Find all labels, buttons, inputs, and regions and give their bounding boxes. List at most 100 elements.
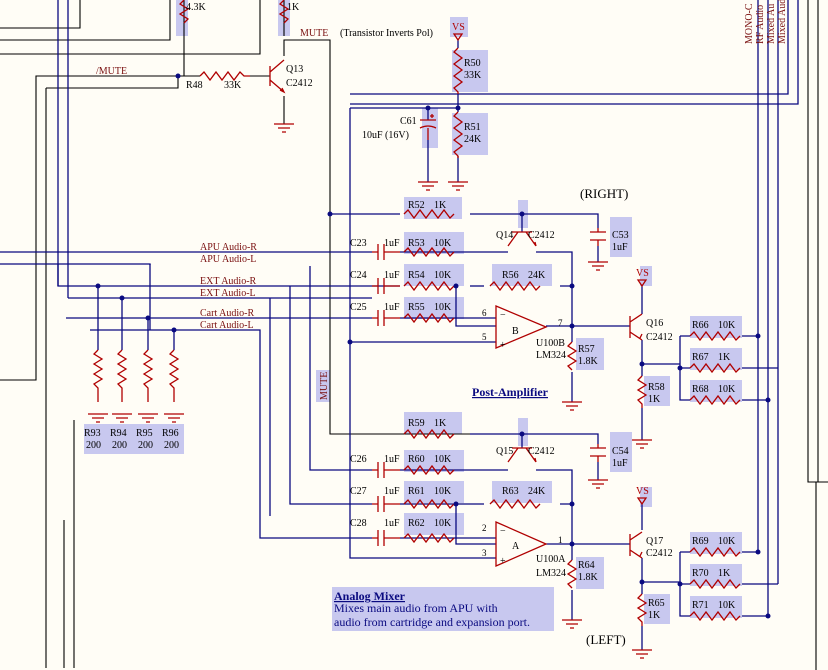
- capacitors: [372, 114, 606, 546]
- r67-ref: R67: [692, 352, 709, 363]
- c26-value: 1uF: [384, 454, 400, 465]
- right-edge-net-labels: MONO-C RF Audio Mixed Au Mixed Aud: [744, 0, 788, 44]
- c28-value: 1uF: [384, 518, 400, 529]
- r57-value: 1.8K: [578, 356, 599, 367]
- vs-label-right: VS: [636, 268, 649, 279]
- r62-ref: R62: [408, 518, 425, 529]
- r54-ref: R54: [408, 270, 425, 281]
- component-labels: 4.3K 1K MUTE (Transistor Inverts Pol) /M…: [84, 2, 736, 647]
- r64-ref: R64: [578, 560, 595, 571]
- r70-value: 1K: [718, 568, 731, 579]
- net-rf-audio: RF Audio: [755, 5, 766, 44]
- r58-ref: R58: [648, 382, 665, 393]
- net-slash-mute: /MUTE: [96, 66, 127, 77]
- net-ext-audio-l: EXT Audio-L: [200, 288, 256, 299]
- svg-text:−: −: [500, 310, 506, 321]
- op-amps: − + − + B A 6 5 7 2 3 1: [482, 305, 563, 567]
- r62-value: 10K: [434, 518, 452, 529]
- r53-ref: R53: [408, 238, 425, 249]
- r66-ref: R66: [692, 320, 709, 331]
- c27-value: 1uF: [384, 486, 400, 497]
- svg-text:6: 6: [482, 308, 487, 318]
- post-amplifier-title: Post-Amplifier: [472, 385, 549, 399]
- r51-ref: R51: [464, 122, 481, 133]
- analog-mixer-desc-2: audio from cartridge and expansion port.: [334, 615, 530, 629]
- analog-mixer-title: Analog Mixer: [334, 589, 406, 603]
- r93-ref: R93: [84, 428, 101, 439]
- u100b-ref: U100B: [536, 338, 565, 349]
- c24-value: 1uF: [384, 270, 400, 281]
- r54-value: 10K: [434, 270, 452, 281]
- r52-value: 1K: [434, 200, 447, 211]
- r65-ref: R65: [648, 598, 665, 609]
- q17-ref: Q17: [646, 536, 663, 547]
- analog-mixer-desc-1: Mixes main audio from APU with: [334, 601, 498, 615]
- q17-part: C2412: [646, 548, 673, 559]
- r66-value: 10K: [718, 320, 736, 331]
- net-mixed-audio-2: Mixed Aud: [777, 0, 788, 44]
- svg-text:3: 3: [482, 548, 487, 558]
- r53-value: 10K: [434, 238, 452, 249]
- r64-value: 1.8K: [578, 572, 599, 583]
- net-mixed-audio-1: Mixed Au: [766, 4, 777, 44]
- r69-value: 10K: [718, 536, 736, 547]
- junctions: [95, 73, 771, 619]
- r65-value: 1K: [648, 610, 661, 621]
- r67-value: 1K: [718, 352, 731, 363]
- channel-right-label: (RIGHT): [580, 186, 628, 201]
- u100a-ref: U100A: [536, 554, 566, 565]
- q13-ref: Q13: [286, 64, 303, 75]
- c53-ref: C53: [612, 230, 629, 241]
- c27-ref: C27: [350, 486, 367, 497]
- r95-value: 200: [138, 440, 153, 451]
- c54-ref: C54: [612, 446, 629, 457]
- c26-ref: C26: [350, 454, 367, 465]
- u100b-part: LM324: [536, 350, 566, 361]
- net-apu-audio-l: APU Audio-L: [200, 254, 256, 265]
- r93-value: 200: [86, 440, 101, 451]
- r95-ref: R95: [136, 428, 153, 439]
- r55-ref: R55: [408, 302, 425, 313]
- designator-highlights: [84, 0, 742, 631]
- r51-value: 24K: [464, 134, 482, 145]
- c54-value: 1uF: [612, 458, 628, 469]
- r58-value: 1K: [648, 394, 661, 405]
- c25-ref: C25: [350, 302, 367, 313]
- svg-text:B: B: [512, 326, 519, 337]
- r60-ref: R60: [408, 454, 425, 465]
- r50-ref: R50: [464, 58, 481, 69]
- svg-text:1: 1: [558, 535, 563, 545]
- c23-value: 1uF: [384, 238, 400, 249]
- q13-part: C2412: [286, 78, 313, 89]
- svg-text:A: A: [512, 541, 520, 552]
- net-apu-audio-r: APU Audio-R: [200, 242, 257, 253]
- svg-text:7: 7: [558, 318, 563, 328]
- r63-value: 24K: [528, 486, 546, 497]
- svg-text:2: 2: [482, 523, 487, 533]
- r48-value: 33K: [224, 80, 242, 91]
- q14-ref: Q14: [496, 230, 513, 241]
- r94-value: 200: [112, 440, 127, 451]
- q16-part: C2412: [646, 332, 673, 343]
- q14-part: C2412: [528, 230, 555, 241]
- r71-value: 10K: [718, 600, 736, 611]
- c28-ref: C28: [350, 518, 367, 529]
- resistors: [92, 0, 741, 626]
- r50-value: 33K: [464, 70, 482, 81]
- net-mono-c: MONO-C: [744, 3, 755, 44]
- net-mute-top: MUTE: [300, 28, 328, 39]
- r-label-1k-top: 1K: [287, 2, 300, 13]
- r68-value: 10K: [718, 384, 736, 395]
- vs-power-flags: [452, 33, 648, 506]
- svg-text:−: −: [500, 526, 506, 537]
- r70-ref: R70: [692, 568, 709, 579]
- svg-text:+: +: [500, 340, 506, 351]
- grounds: [88, 123, 652, 659]
- r59-value: 1K: [434, 418, 447, 429]
- r69-ref: R69: [692, 536, 709, 547]
- c61-ref: C61: [400, 116, 417, 127]
- transistor-polarity-note: (Transistor Inverts Pol): [340, 28, 433, 39]
- r55-value: 10K: [434, 302, 452, 313]
- net-cart-audio-r: Cart Audio-R: [200, 308, 254, 319]
